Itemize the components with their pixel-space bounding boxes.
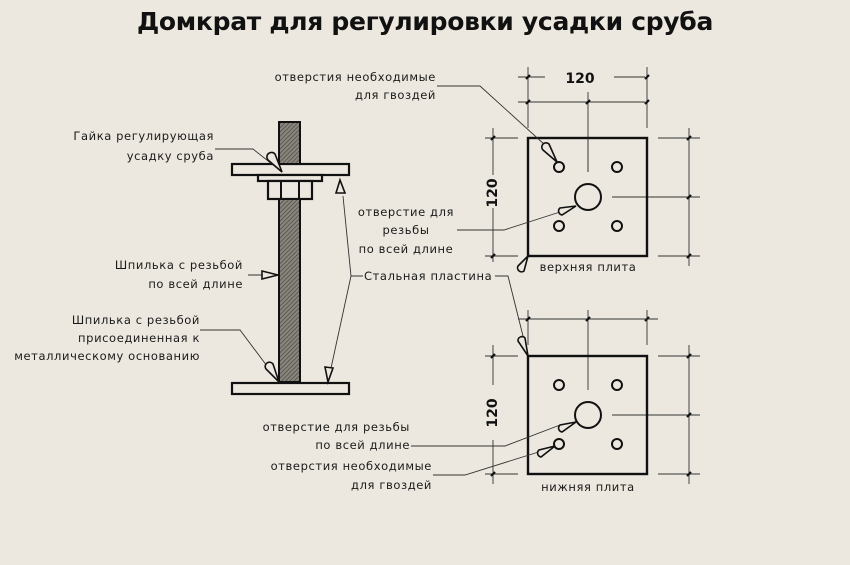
left-leaders (200, 148, 525, 385)
arrow-icon (261, 269, 279, 281)
label-thread-hole-bottom-line2: по всей длине (315, 438, 410, 452)
bottom-plate-caption: нижняя плита (541, 480, 635, 494)
label-nut-line2: усадку сруба (127, 149, 214, 163)
nail-hole (611, 438, 623, 450)
label-nail-holes-bottom-line2: для гвоздей (351, 478, 432, 492)
arrow-icon (323, 366, 335, 385)
label-steel-plate: Стальная пластина (364, 269, 492, 283)
label-nut-line1: Гайка регулирующая (73, 129, 214, 143)
nail-hole (611, 379, 623, 391)
bottom-plate (526, 354, 649, 476)
arrow-icon (516, 253, 530, 273)
arrow-icon (557, 421, 577, 433)
nail-hole (611, 161, 623, 173)
nail-hole (553, 379, 565, 391)
arrow-icon (557, 205, 577, 216)
thread-hole (574, 183, 602, 211)
label-stud-full-line1: Шпилька с резьбой (115, 258, 243, 272)
arrow-icon (517, 335, 529, 357)
top-plate-width-dim: 120 (565, 71, 594, 87)
adjusting-nut (266, 179, 314, 201)
nail-hole (553, 161, 565, 173)
nail-hole (553, 438, 565, 450)
top-plate-caption: верхняя плита (540, 260, 637, 274)
arrow-icon (536, 445, 556, 458)
label-thread-hole-top-line1: отверстие для (358, 205, 454, 219)
base-plate (230, 381, 351, 396)
bottom-plate-height-dim: 120 (485, 398, 501, 427)
top-steel-plate (230, 162, 351, 177)
thread-hole (574, 401, 602, 429)
label-stud-base-line2: присоединенная к (78, 331, 200, 345)
arrow-icon (266, 151, 283, 173)
label-nail-holes-bottom-line1: отверстия необходимые (271, 459, 432, 473)
top-plate (526, 136, 649, 258)
arrow-icon (540, 141, 558, 163)
label-nail-holes-top-line2: для гвоздей (355, 88, 436, 102)
nail-hole (611, 220, 623, 232)
page-title: Домкрат для регулировки усадки сруба (137, 7, 713, 36)
label-thread-hole-top-line2: резьбы (382, 223, 429, 237)
label-thread-hole-top-line3: по всей длине (359, 242, 454, 256)
arrow-icon (264, 361, 280, 383)
label-stud-base-line3: металлическому основанию (14, 349, 200, 363)
nail-hole (553, 220, 565, 232)
label-stud-full-line2: по всей длине (148, 277, 243, 291)
label-nail-holes-top-line1: отверстия необходимые (275, 70, 436, 84)
label-stud-base-line1: Шпилька с резьбой (72, 313, 200, 327)
top-plate-height-dim: 120 (485, 178, 501, 207)
label-thread-hole-bottom-line1: отверстие для резьбы (263, 420, 410, 434)
arrow-icon (334, 177, 347, 194)
bottom-plate-drawing: 120 нижняя плита (411, 310, 700, 494)
jack-assembly (230, 121, 351, 396)
top-plate-drawing: 120 120 верхняя плита (437, 67, 700, 274)
